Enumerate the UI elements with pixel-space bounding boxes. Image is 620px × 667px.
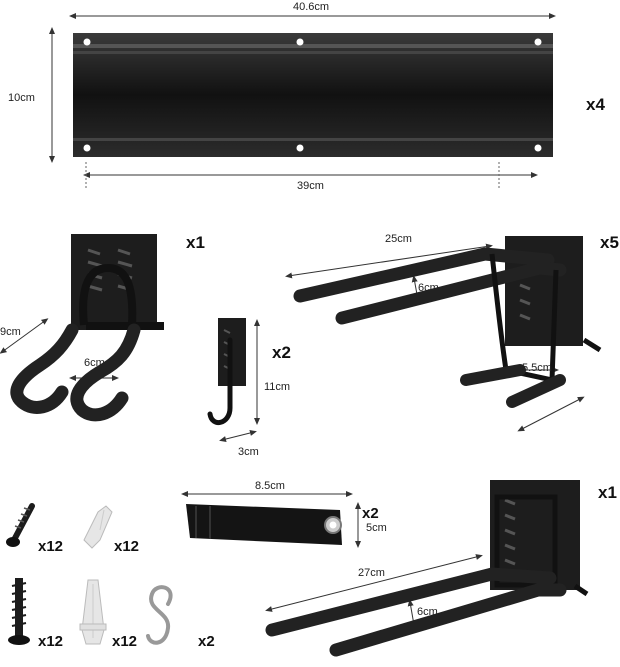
rail-qty: x4 bbox=[586, 95, 605, 114]
strap-width-label: 5cm bbox=[366, 522, 387, 534]
anchor-large-icon bbox=[79, 579, 107, 645]
s-hook-qty: x2 bbox=[198, 633, 215, 650]
strap bbox=[186, 504, 342, 545]
rail-inner-width-label: 39cm bbox=[297, 180, 324, 192]
hook-c-gap-label: 6cm bbox=[418, 282, 439, 294]
wall-rail bbox=[73, 33, 553, 157]
strap-length-label: 8.5cm bbox=[255, 480, 285, 492]
screw-large-icon bbox=[8, 578, 30, 645]
screw-large-qty: x12 bbox=[38, 633, 64, 650]
strap-qty: x2 bbox=[362, 505, 379, 522]
hook-a-qty: x1 bbox=[186, 233, 205, 252]
strap-dimension-lines bbox=[181, 491, 361, 548]
hook-d-gap-label: 6cm bbox=[417, 606, 438, 618]
hook-b bbox=[207, 318, 246, 425]
hook-a-depth-label: 9cm bbox=[0, 326, 21, 338]
hook-a-gap-label: 6cm bbox=[84, 357, 105, 369]
hook-b-width-label: 3cm bbox=[238, 446, 259, 458]
anchor-large-qty: x12 bbox=[112, 633, 138, 650]
hook-d bbox=[265, 480, 589, 657]
anchor-small-icon bbox=[83, 505, 113, 549]
hook-c-qty: x5 bbox=[600, 233, 619, 252]
screw-small-qty: x12 bbox=[38, 538, 64, 555]
anchor-small-qty: x12 bbox=[114, 538, 140, 555]
rail-height-label: 10cm bbox=[8, 92, 35, 104]
screw-small-icon bbox=[6, 503, 35, 547]
hook-b-qty: x2 bbox=[272, 343, 291, 362]
hook-c-length-label: 25cm bbox=[385, 233, 412, 245]
hook-b-height-label: 11cm bbox=[264, 381, 291, 393]
hook-c bbox=[293, 236, 602, 408]
rail-width-label: 40.6cm bbox=[293, 1, 330, 13]
hook-d-qty: x1 bbox=[598, 483, 617, 502]
hook-a bbox=[10, 234, 164, 422]
hook-b-dimension-lines bbox=[219, 319, 260, 442]
hook-c-inner-label: 5.5cm bbox=[522, 362, 552, 374]
rail-dimension-lines bbox=[49, 13, 556, 188]
hook-d-length-label: 27cm bbox=[358, 567, 385, 579]
s-hook-icon bbox=[146, 585, 173, 645]
